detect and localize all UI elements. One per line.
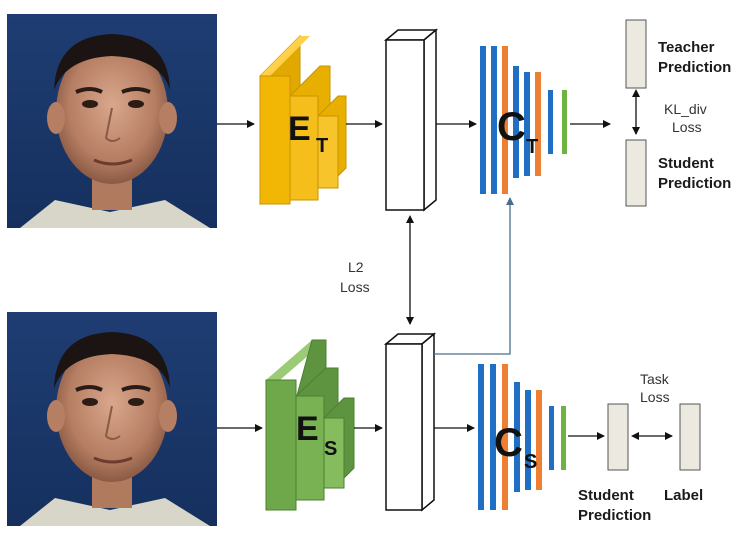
teacher-encoder-subscript: T bbox=[316, 135, 328, 157]
task-loss-label-line2: Loss bbox=[640, 389, 670, 405]
l2-loss-label-line1: L2 bbox=[348, 259, 364, 275]
student-prediction-top-label-line2: Prediction bbox=[658, 175, 731, 192]
kl-loss-label-line2: Loss bbox=[672, 119, 702, 135]
student-classifier-letter: C bbox=[494, 421, 523, 465]
teacher-prediction-box bbox=[625, 19, 647, 89]
student-prediction-box-bottom bbox=[607, 403, 629, 471]
student-prediction-bottom-label-line1: Student bbox=[578, 487, 634, 504]
label-box bbox=[679, 403, 701, 471]
teacher-encoder-letter: E bbox=[288, 110, 311, 148]
teacher-prediction-label-line1: Teacher bbox=[658, 39, 715, 56]
flow-arrows bbox=[217, 89, 673, 440]
teacher-prediction-label-line2: Prediction bbox=[658, 59, 731, 76]
student-feature-box bbox=[383, 332, 437, 512]
student-encoder-subscript: S bbox=[324, 438, 337, 460]
teacher-input-face-photo bbox=[7, 14, 217, 228]
student-encoder-block bbox=[265, 339, 355, 511]
teacher-classifier-letter: C bbox=[497, 105, 526, 149]
student-prediction-box-top bbox=[625, 139, 647, 207]
student-encoder-letter: E bbox=[296, 410, 319, 448]
student-prediction-bottom-label-line2: Prediction bbox=[578, 507, 651, 524]
label-text: Label bbox=[664, 487, 703, 504]
l2-loss-label-line2: Loss bbox=[340, 279, 370, 295]
student-classifier-stripes bbox=[478, 364, 566, 510]
kl-loss-label-line1: KL_div bbox=[664, 101, 707, 117]
teacher-classifier-subscript: T bbox=[526, 136, 538, 158]
student-input-face-photo bbox=[7, 312, 217, 526]
teacher-feature-box bbox=[383, 28, 439, 212]
student-classifier-subscript: S bbox=[524, 451, 537, 473]
student-prediction-top-label-line1: Student bbox=[658, 155, 714, 172]
teacher-encoder-block bbox=[259, 34, 347, 206]
task-loss-label-line1: Task bbox=[640, 371, 670, 387]
teacher-classifier-stripes bbox=[480, 46, 567, 194]
arrow-student-feature-to-teacher-classifier bbox=[434, 197, 514, 355]
